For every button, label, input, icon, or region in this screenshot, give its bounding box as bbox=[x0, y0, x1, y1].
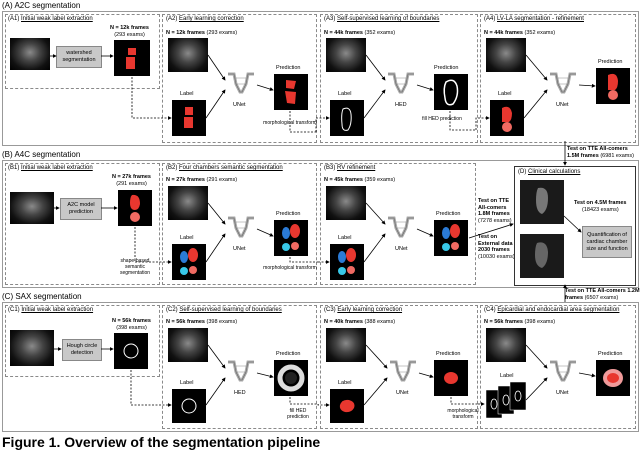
figure-caption: Figure 1. Overview of the segmentation p… bbox=[2, 434, 320, 450]
